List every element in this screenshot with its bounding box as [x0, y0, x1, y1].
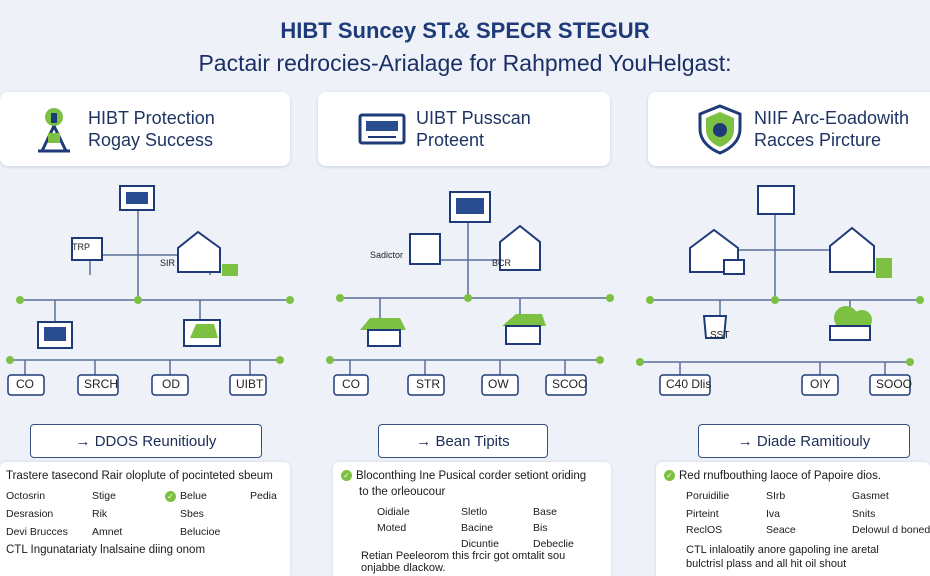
table-cell: ReclOS	[686, 524, 723, 536]
table-cell: Gasmet	[852, 490, 889, 502]
diade-button[interactable]: → Diade Ramitiouly	[698, 424, 910, 458]
leaf-node-label: SCOO	[552, 377, 588, 391]
computer-icon	[757, 185, 795, 215]
panel-intro: ✓ Red rnufbouthing laoce of Papoire dios.	[664, 470, 881, 482]
lock-icon	[222, 264, 238, 276]
device-label: Sadictor	[370, 250, 404, 260]
panel-intro: ✓ Bloconthing Ine Pusical corder setiont …	[341, 470, 586, 482]
table-cell: Debeclie	[533, 538, 574, 550]
panel-intro: Trastere tasecond Rair oloplute of pocin…	[6, 470, 273, 482]
card-protection[interactable]: HIBT Protection Rogay Success	[0, 92, 290, 166]
lock-icon	[876, 258, 892, 278]
card-subtitle: Rogay Success	[88, 130, 214, 150]
monitor-icon	[358, 113, 406, 145]
info-panel-1: Trastere tasecond Rair oloplute of pocin…	[0, 462, 290, 576]
table-cell: Octosrin	[6, 490, 46, 502]
table-cell: Belucioe	[180, 526, 221, 538]
card-title: NIIF Arc-Eoadowith	[754, 108, 910, 128]
info-panel-2: ✓ Bloconthing Ine Pusical corder setiont …	[333, 462, 611, 576]
table-cell: Poruidilie	[686, 490, 730, 502]
table-cell: Stige	[92, 490, 116, 502]
card-title: UIBT Pusscan	[416, 108, 531, 128]
card-subtitle: Racces Pircture	[754, 130, 882, 150]
table-cell: SIrb	[766, 490, 786, 502]
table-cell: Moted	[377, 522, 407, 534]
leaf-node-label: CO	[16, 377, 34, 391]
panel-intro-text: Bloconthing Ine Pusical corder setiont o…	[356, 470, 587, 482]
table-cell: Pedia	[250, 490, 277, 502]
network-diagram-2: Sadictor BCR CO STR OW SCOO	[320, 180, 620, 410]
leaf-node-label: SOOO	[876, 377, 913, 391]
table-cell: Pirteint	[686, 508, 719, 520]
leaf-node-label: OW	[488, 377, 509, 391]
check-icon: ✓	[341, 470, 352, 482]
device-label: SST	[710, 330, 730, 341]
table-cell: Seace	[766, 524, 796, 536]
shield-icon	[698, 104, 742, 155]
leaf-node-label: CO	[342, 377, 360, 391]
table-cell: Iva	[766, 508, 781, 520]
table-cell: Devi Brucces	[6, 526, 68, 538]
panel-footer: CTL inlaloatily anore gapoling ine areta…	[686, 544, 879, 556]
table-cell: Desrasion	[6, 508, 54, 520]
card-title: HIBT Protection	[88, 108, 215, 128]
table-cell: Rik	[92, 508, 108, 520]
panel-footer: Retian Peeleorom this frcir got omtalit …	[361, 550, 566, 562]
table-cell: Sletlo	[461, 506, 488, 518]
table-cell: Oidiale	[377, 506, 410, 518]
leaf-node-label: C40 Dlis	[666, 377, 712, 391]
table-cell: Sbes	[180, 508, 204, 520]
server-icon	[829, 226, 875, 273]
panel-footer-2: onjabbe dlackow.	[361, 562, 446, 574]
card-arc[interactable]: NIIF Arc-Eoadowith Racces Pircture	[648, 92, 930, 166]
router-icon	[502, 314, 546, 326]
panel-intro-text: Red rnufbouthing laoce of Papoire dios.	[679, 470, 882, 482]
cup-icon	[702, 315, 728, 339]
cloud-icon	[834, 306, 858, 330]
device-label: TRP	[72, 242, 90, 252]
router-icon	[360, 318, 406, 330]
table-cell: Delowul d boned	[852, 524, 930, 536]
network-topology	[326, 191, 614, 396]
leaf-node-label: SRCH	[84, 377, 119, 391]
leaf-node-label: OD	[162, 377, 180, 391]
table-cell: Bacine	[461, 522, 494, 534]
panel-intro-2: to the orleoucour	[359, 486, 446, 498]
computer-icon	[71, 237, 103, 261]
check-icon: ✓	[165, 490, 176, 502]
panel-footer: CTL Ingunatariaty lnalsaine diing onom	[6, 544, 206, 556]
device-label: SIR	[160, 258, 176, 268]
network-topology	[636, 185, 924, 396]
card-pusscan[interactable]: UIBT Pusscan Proteent	[318, 92, 610, 166]
server-icon	[177, 230, 221, 273]
network-diagram-3: SST C40 Dlis OIY SOOO	[630, 180, 930, 410]
table-cell: Bis	[533, 522, 548, 534]
bean-tips-button[interactable]: → Bean Tipits	[378, 424, 548, 458]
table-cell: Amnet	[92, 526, 123, 538]
table-cell: ✓Belue	[165, 490, 207, 502]
check-icon: ✓	[664, 470, 675, 482]
table-cell: Snits	[852, 508, 876, 520]
device-label: BCR	[492, 258, 512, 268]
antenna-icon	[38, 108, 70, 153]
panel-footer-2: bulctrisl plass and all hit oil shout	[686, 558, 847, 570]
info-panel-3: ✓ Red rnufbouthing laoce of Papoire dios.…	[656, 462, 930, 576]
ddos-button[interactable]: → DDOS Reunitiouly	[30, 424, 262, 458]
page-subtitle: Pactair redrocies-Arialage for Rahpmed Y…	[198, 50, 732, 76]
network-topology	[6, 185, 294, 396]
document-icon	[409, 233, 441, 265]
leaf-node-label: UIBT	[236, 377, 264, 391]
server-icon	[499, 224, 541, 271]
monitor-icon	[37, 321, 73, 349]
leaf-node-label: OIY	[810, 377, 831, 391]
table-cell: Base	[533, 506, 557, 518]
leaf-node-label: STR	[416, 377, 440, 391]
table-cell: Dicuntie	[461, 538, 499, 550]
network-diagram-1: TRP SIR CO SRCH OD UIBT	[0, 180, 300, 410]
card-subtitle: Proteent	[416, 130, 485, 150]
page-title: HIBT Suncey ST.& SPECR STEGUR	[280, 18, 650, 43]
